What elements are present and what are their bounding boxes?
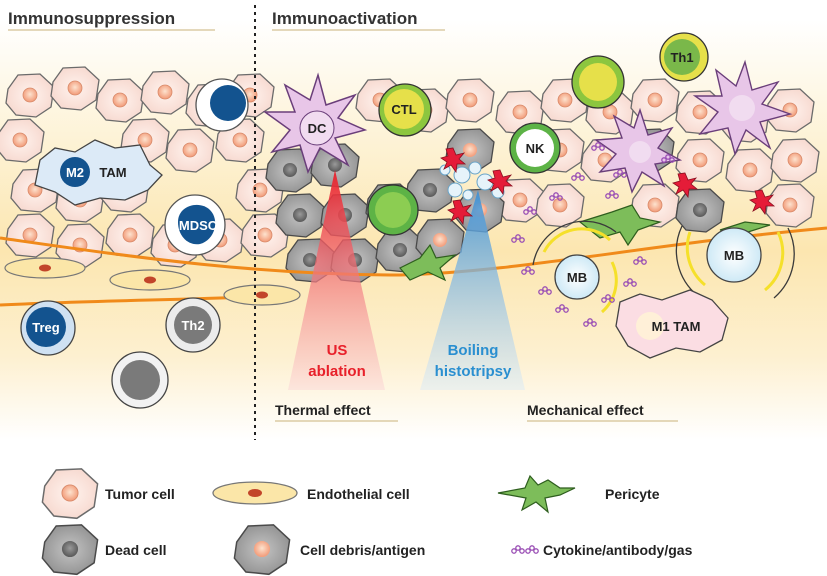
green-immune-cell [367, 184, 419, 236]
m1-tam-label: M1 TAM [652, 319, 701, 334]
yellow-immune-cell [571, 55, 625, 109]
legend-tumor-cell-icon [41, 468, 99, 520]
legend-dead-cell: Dead cell [105, 542, 166, 558]
mb-label-1: MB [567, 270, 587, 285]
treg-label: Treg [32, 320, 60, 335]
mb-label-2: MB [724, 248, 744, 263]
header-immunoactivation: Immunoactivation [272, 9, 417, 28]
legend-pericyte-icon [497, 474, 576, 514]
legend-dead-cell-icon [41, 524, 99, 576]
grey-immune-cell [111, 351, 169, 409]
histotripsy-label: histotripsy [435, 363, 512, 380]
legend-cytokine-icon [511, 545, 539, 554]
m2-tam-cell: M2 TAM [34, 139, 163, 206]
immune-cell-blue [195, 78, 249, 132]
blood-vessel [0, 226, 827, 307]
m1-tam-cell: M1 TAM [615, 289, 729, 359]
dc-cell-right-1 [593, 107, 683, 194]
ctl-cell: CTL [378, 83, 432, 137]
microbubble-1: MB [532, 220, 618, 314]
th2-label: Th2 [181, 318, 204, 333]
mdsc-label: MDSC [179, 218, 218, 233]
nk-label: NK [526, 141, 545, 156]
boiling-label: Boiling [448, 342, 499, 359]
th1-cell: Th1 [659, 32, 709, 82]
nk-cell: NK [509, 122, 561, 174]
microbubble-2: MB [675, 225, 795, 299]
th1-label: Th1 [670, 50, 693, 65]
legend-endothelial-icon [212, 481, 298, 505]
pericytes [399, 204, 771, 282]
dc-cell-right-2 [692, 59, 793, 157]
legend: Tumor cell Endothelial cell Pericyte Dea… [41, 468, 693, 576]
header-immunosuppression: Immunosuppression [8, 9, 175, 28]
m2-label: M2 [66, 165, 84, 180]
legend-tumor-cell: Tumor cell [105, 486, 175, 502]
legend-endothelial-cell: Endothelial cell [307, 486, 410, 502]
legend-cell-debris-icon [233, 524, 291, 576]
us-ablation-beam [288, 170, 385, 390]
legend-pericyte: Pericyte [605, 486, 660, 502]
tam-label: TAM [99, 165, 126, 180]
thermal-effect-label: Thermal effect [275, 402, 371, 418]
us-label: US [327, 342, 348, 359]
treg-cell: Treg [20, 300, 76, 356]
mdsc-cell: MDSC [164, 194, 226, 256]
mechanical-effect-label: Mechanical effect [527, 402, 644, 418]
legend-cytokine: Cytokine/antibody/gas [543, 542, 693, 558]
th2-cell: Th2 [165, 297, 221, 353]
histotripsy-beam [420, 190, 525, 390]
legend-cell-debris: Cell debris/antigen [300, 542, 425, 558]
ablation-label: ablation [308, 363, 366, 380]
dc-cell: DC [262, 72, 368, 175]
ctl-label: CTL [391, 102, 416, 117]
dc-label: DC [308, 121, 327, 136]
